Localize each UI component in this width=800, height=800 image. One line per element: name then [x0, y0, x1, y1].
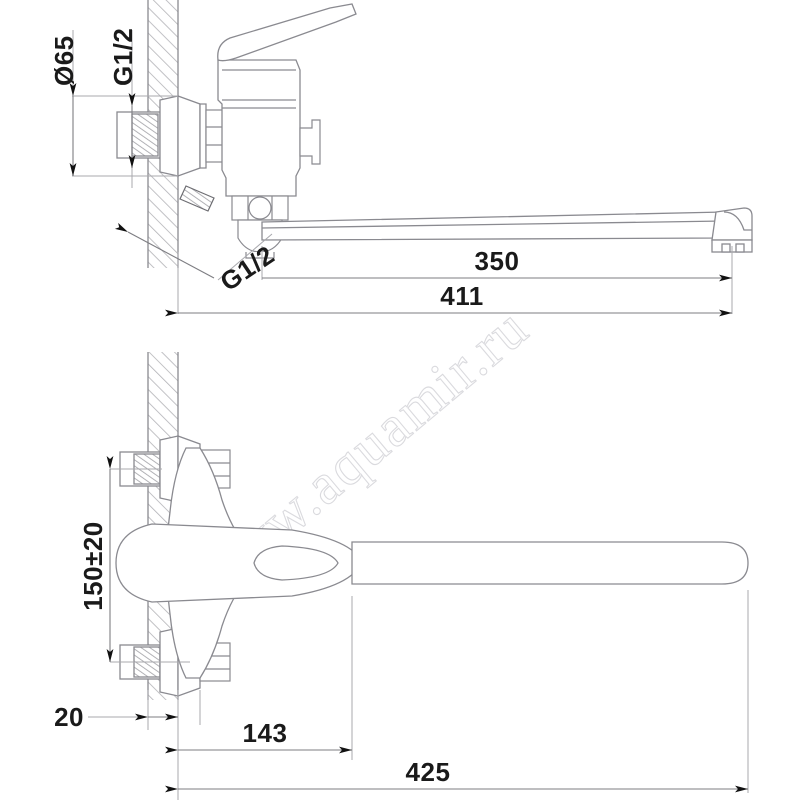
dimension-flange-diameter: Ø65 [49, 35, 79, 176]
plan-projection-lines [88, 468, 749, 800]
top-plan-view: 150±20 20 143 425 [54, 352, 749, 800]
dimension-inlet-centers-spacing: 150±20 [78, 456, 114, 662]
side-elevation-view: Ø65 G1/2 G1/2 350 411 [49, 0, 753, 317]
dimension-label-inlet-centers-spacing: 150±20 [78, 521, 108, 611]
outlet-thread-marker [179, 185, 215, 212]
dimension-label-spout-reach-from-body: 350 [475, 246, 520, 276]
diverter-knob [299, 119, 321, 165]
dimension-label-inlet-thread: G1/2 [108, 28, 138, 86]
lever-handle [217, 3, 357, 71]
plan-spout [351, 541, 749, 585]
spout-aerator-head [711, 207, 753, 253]
upper-inlet-fitting [116, 95, 179, 177]
dimension-overall-length: 425 [165, 757, 748, 793]
dimension-spout-reach-from-wall: 411 [165, 281, 732, 317]
dimension-wall-thickness: 20 [54, 702, 178, 732]
wall-flange [177, 95, 207, 177]
mixer-body [217, 59, 301, 197]
dimension-label-flange-diameter: Ø65 [49, 35, 79, 86]
dimension-label-spout-reach-from-wall: 411 [440, 281, 483, 311]
dimension-inlet-thread: G1/2 [108, 28, 138, 168]
dimension-label-overall-length: 425 [406, 757, 451, 787]
dimension-spout-reach-from-body: 350 [262, 246, 732, 282]
dimension-label-body-depth: 143 [243, 718, 288, 748]
plan-lever-handle [115, 523, 363, 603]
dimension-body-depth: 143 [165, 718, 352, 754]
dimension-label-wall-thickness: 20 [54, 702, 84, 732]
